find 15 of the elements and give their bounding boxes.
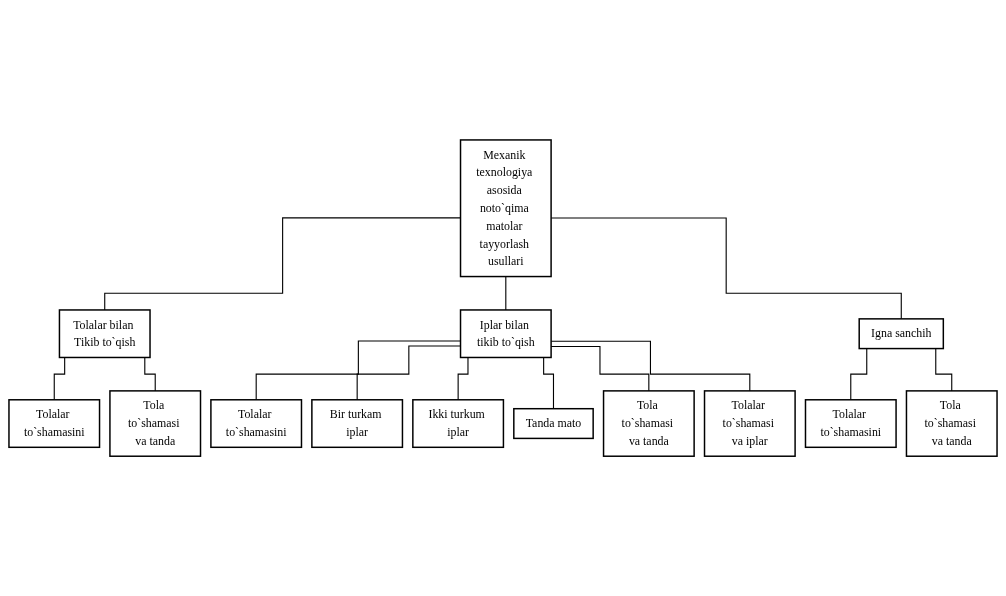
node-box: Tolalar to`shamasini: [804, 398, 897, 448]
node-box: Iplar bilan tikib to`qish: [459, 309, 552, 359]
node-box: Tolalar to`shamasini: [210, 398, 303, 448]
node-box: Tola to`shamasi va tanda: [905, 390, 998, 457]
node-box: Tola to`shamasi va tanda: [109, 390, 202, 457]
node-box: Mexanik texnologiya asosida noto`qima matolar tayyorlash usullari: [459, 139, 552, 278]
node-box: Bir turkam iplar: [311, 398, 404, 448]
node-box: Tolalar to`shamasini: [8, 398, 101, 448]
node-box: Ikki turkum iplar: [412, 398, 505, 448]
connector: [505, 275, 507, 311]
node-box: Tola to`shamasi va tanda: [602, 390, 695, 457]
node-box: Tolalar to`shamasi va iplar: [703, 390, 796, 457]
node-box: Tolalar bilan Tikib to`qish: [58, 309, 151, 359]
node-box: Tanda mato: [513, 407, 594, 440]
node-box: Igna sanchih: [858, 318, 945, 350]
